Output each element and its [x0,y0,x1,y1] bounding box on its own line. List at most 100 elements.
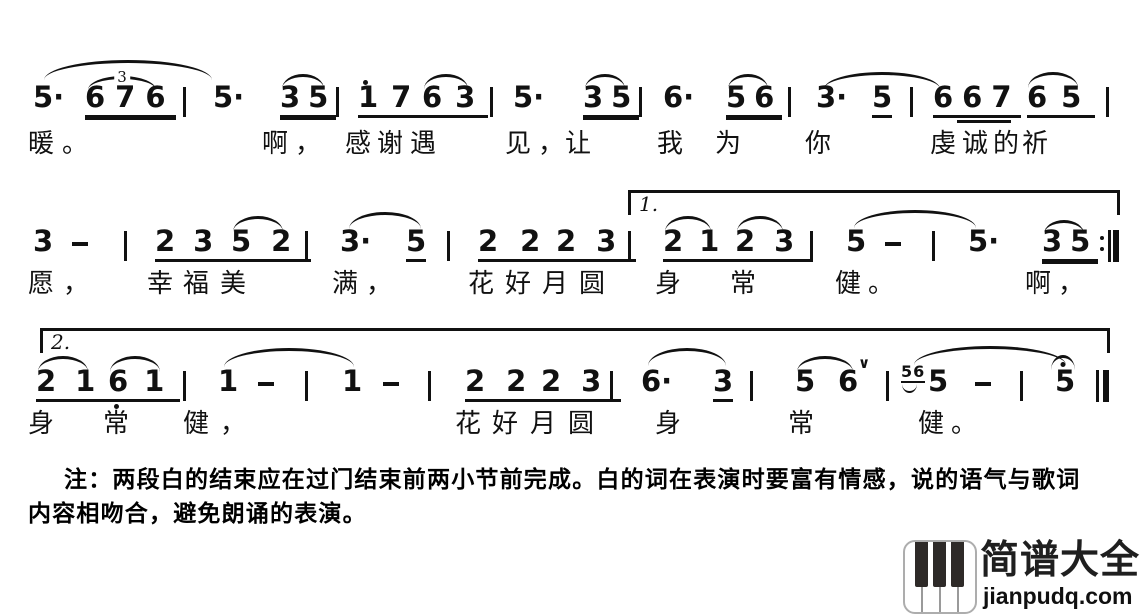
note-token: 667 [933,83,1021,118]
piano-black-key [915,542,928,587]
note-token: 23 [556,227,637,262]
slur-arc [224,348,354,367]
barline [639,87,642,117]
note-token: 23 [541,367,622,402]
lyric-char: 诚 [962,128,989,158]
lyric-char: 圆 [579,268,606,298]
volta-label: 2. [51,330,71,354]
barline [124,231,127,261]
lyric-char: 见 [505,128,532,158]
note-token: 5· [213,80,245,114]
lyric-char: 身 [655,268,682,298]
lyric-char: ， [538,128,565,158]
barline [490,87,493,117]
barline [183,371,186,401]
lyric-char: 祈 [1022,128,1049,158]
lyric-char: ， [220,408,247,438]
lyric-char: 月 [530,408,557,438]
tuplet-bracket: 3 [88,70,156,90]
lyric-char: 。 [62,128,89,158]
note-token: 3· [340,224,372,258]
repeat-end-barline [1100,230,1119,262]
watermark-site-url: jianpudq.com [983,583,1133,609]
lyric-char: 福 [183,268,210,298]
duration-dash [72,242,88,246]
lyric-char: 花 [468,268,495,298]
lyric-char: 圆 [568,408,595,438]
duration-dash [975,382,991,386]
note-token: 56 [726,83,783,120]
barline [750,371,753,401]
thin-barline [1096,370,1099,402]
lyric-char: 。 [951,408,978,438]
note-token: 5 [846,224,867,258]
lyric-char: 身 [28,408,55,438]
barline [810,231,813,261]
slur-arc [1044,220,1084,234]
lyric-char: 啊 [262,128,289,158]
piano-key-divider [939,587,941,612]
note-token: 5 [795,364,816,398]
slur-arc [854,210,976,228]
volta-label: 1. [639,192,659,216]
note-token: 22 [465,367,548,402]
slur-arc [282,74,324,89]
slur-arc [38,356,88,372]
barline [1106,87,1109,117]
piano-key-divider [957,587,959,612]
note-token: 22 [478,227,563,262]
note-token: 1 [342,364,363,398]
lyric-char: 的 [993,128,1020,158]
lyric-char: 花 [455,408,482,438]
watermark-site-name: 简谱大全 [980,539,1140,582]
note-token: 17 [358,83,425,118]
lyric-char: 健 [835,268,862,298]
repeat-dot [1100,247,1104,251]
lyric-char: 健 [183,408,210,438]
footnote-line-2: 内容相吻合，避免朗诵的表演。 [28,500,367,526]
repeat-dot [1100,236,1104,240]
lyric-char: 美 [220,268,247,298]
slur-arc [349,212,421,229]
breath-mark: ∨ [858,354,871,372]
lyric-char: 幸 [147,268,174,298]
slur-arc [424,74,468,89]
lyric-char: 身 [655,408,682,438]
slur-arc [797,356,853,372]
thin-barline [1108,230,1111,262]
piano-black-key [951,542,964,587]
note-token: 5 [928,364,949,398]
lyric-char: 啊 [1025,268,1052,298]
barline [183,87,186,117]
lyric-char: 感 [345,128,372,158]
slur-arc [110,356,160,372]
barline [428,371,431,401]
thick-barline [1103,370,1109,402]
note-token: 5· [33,80,65,114]
lyric-char: 。 [868,268,895,298]
barline [447,231,450,261]
note-token: 21 [663,227,736,262]
note-token: 52 [231,227,312,262]
slur-arc [648,348,726,366]
note-token: 35 [280,83,337,120]
lyric-char: ， [366,268,393,298]
piano-keys-icon [903,540,977,614]
slur-arc [1028,72,1078,88]
footnote-line-1: 注：两段白的结束应在过门结束前两小节前完成。白的词在表演时要富有情感，说的语气与… [64,466,1081,492]
grace-notes: 56 [901,362,926,383]
note-token: 21 [36,367,115,402]
tuplet-number: 3 [114,70,130,85]
note-token: 6· [641,364,673,398]
lyric-char: 满 [332,268,359,298]
note-token: 5 [406,227,427,262]
slur-arc [665,216,711,232]
note-token: 23 [735,227,814,262]
lyric-char: 暖 [28,128,55,158]
slur-arc [233,216,283,232]
barline [1020,371,1023,401]
piano-black-key [933,542,946,587]
lyric-char: 健 [918,408,945,438]
note-token: 6· [663,80,695,114]
